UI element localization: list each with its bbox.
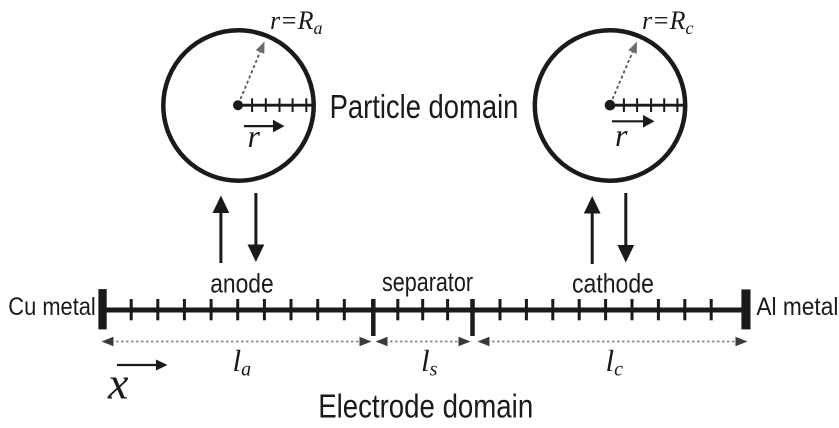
svg-text:x: x xyxy=(107,358,129,409)
svg-text:anode: anode xyxy=(210,268,274,298)
svg-text:r: r xyxy=(615,117,628,153)
svg-text:Cu metal: Cu metal xyxy=(8,293,96,321)
svg-text:cathode: cathode xyxy=(572,268,654,298)
svg-text:r: r xyxy=(248,118,261,154)
svg-text:separator: separator xyxy=(382,267,473,297)
svg-text:Electrode domain: Electrode domain xyxy=(318,388,533,425)
svg-text:r=Rc: r=Rc xyxy=(642,6,694,38)
svg-text:Al metal: Al metal xyxy=(756,293,838,321)
svg-text:Particle domain: Particle domain xyxy=(330,88,519,125)
